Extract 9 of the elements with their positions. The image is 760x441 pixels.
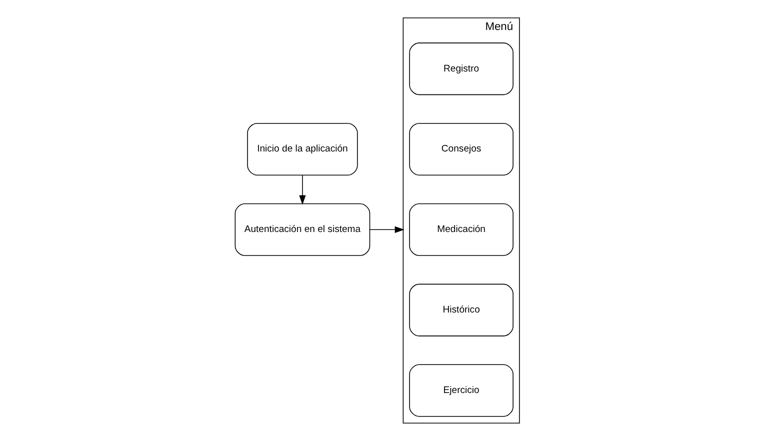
- arrow: [298, 174, 306, 205]
- node-box: Autenticación en el sistema: [234, 203, 370, 256]
- node-box: Consejos: [408, 122, 513, 176]
- node-box: Inicio de la aplicación: [246, 122, 358, 176]
- node-box: Histórico: [408, 284, 513, 336]
- arrow: [369, 226, 404, 233]
- node-box: Medicación: [408, 203, 513, 256]
- node-box: Registro: [408, 42, 513, 96]
- node-box: Ejercicio: [408, 364, 513, 417]
